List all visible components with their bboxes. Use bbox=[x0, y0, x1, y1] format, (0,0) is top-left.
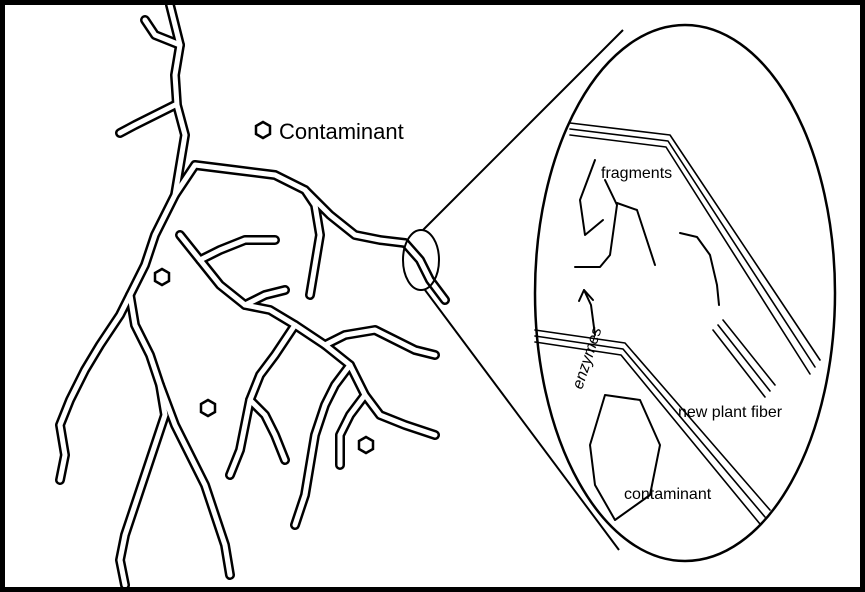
root-system bbox=[60, 5, 445, 585]
new-plant-fiber-label: new plant fiber bbox=[678, 404, 783, 421]
contaminant-label: contaminant bbox=[624, 486, 712, 503]
contaminant-particle bbox=[359, 437, 373, 453]
contaminant-legend-label: Contaminant bbox=[279, 119, 404, 144]
fragments-label: fragments bbox=[601, 165, 672, 182]
root-bioremediation-diagram: Contaminant bbox=[5, 5, 860, 587]
contaminant-particle bbox=[155, 269, 169, 285]
contaminant-particle bbox=[201, 400, 215, 416]
contaminant-legend-icon bbox=[256, 122, 270, 138]
zoomed-view-circle bbox=[535, 25, 835, 561]
contaminant-legend: Contaminant bbox=[256, 119, 404, 144]
